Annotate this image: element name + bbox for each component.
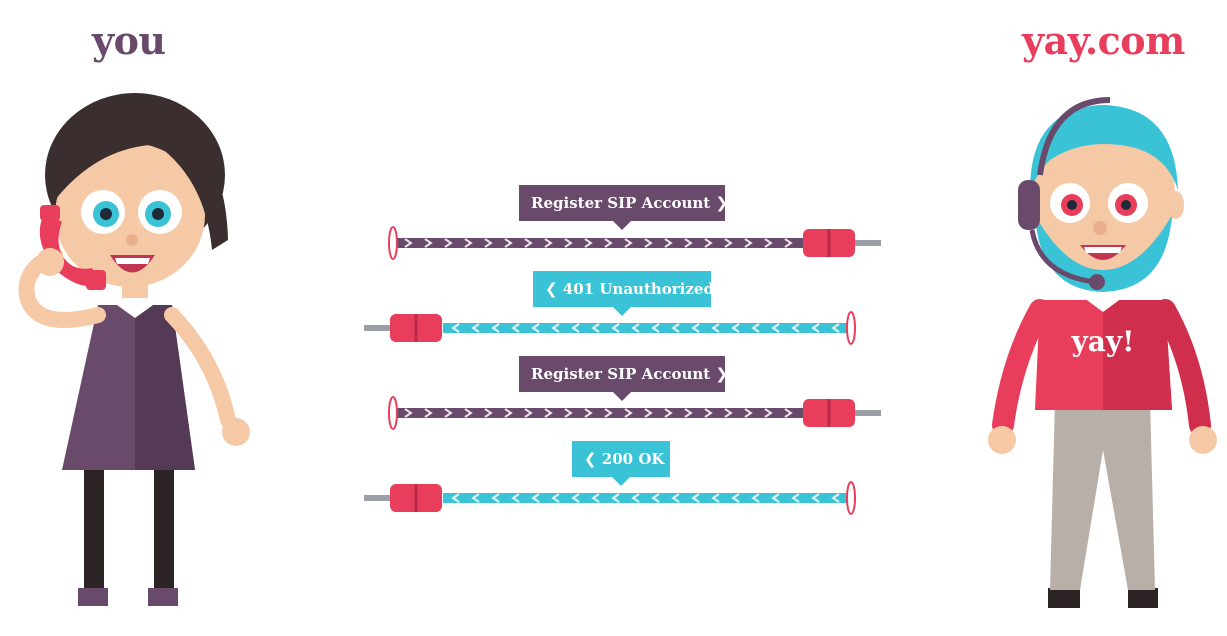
cable-end-ring-4 [846,481,856,515]
message-label-3-text: Register SIP Account [531,365,711,383]
cable-end-ring-1 [388,226,398,260]
cable-pin-3 [855,410,881,416]
message-label-2-text: 401 Unauthorized [562,280,714,298]
cable-1 [395,238,805,248]
cable-2 [443,323,850,333]
shirt-text: yay! [1071,325,1135,358]
chevron-right-icon: ❯ [715,194,729,212]
cable-pin-1 [855,240,881,246]
cable-end-ring-3 [388,396,398,430]
chevron-left-icon: ❮ [584,450,602,468]
chevron-right-icon: ❯ [715,365,729,383]
caller-label: you [92,18,166,63]
provider-label: yay.com [1022,18,1185,63]
chevron-left-icon: ❮ [545,280,563,298]
message-label-3: Register SIP Account ❯ [519,356,729,401]
cable-pin-4 [364,495,390,501]
cable-4 [443,493,850,503]
cable-3 [395,408,805,418]
cable-end-ring-2 [846,311,856,345]
message-label-1: Register SIP Account ❯ [519,185,729,230]
message-label-4-text: 200 OK [601,450,665,468]
message-label-2: ❮ 401 Unauthorized [533,271,714,316]
cable-pin-2 [364,325,390,331]
message-label-1-text: Register SIP Account [531,194,711,212]
message-label-4: ❮ 200 OK [572,441,670,486]
